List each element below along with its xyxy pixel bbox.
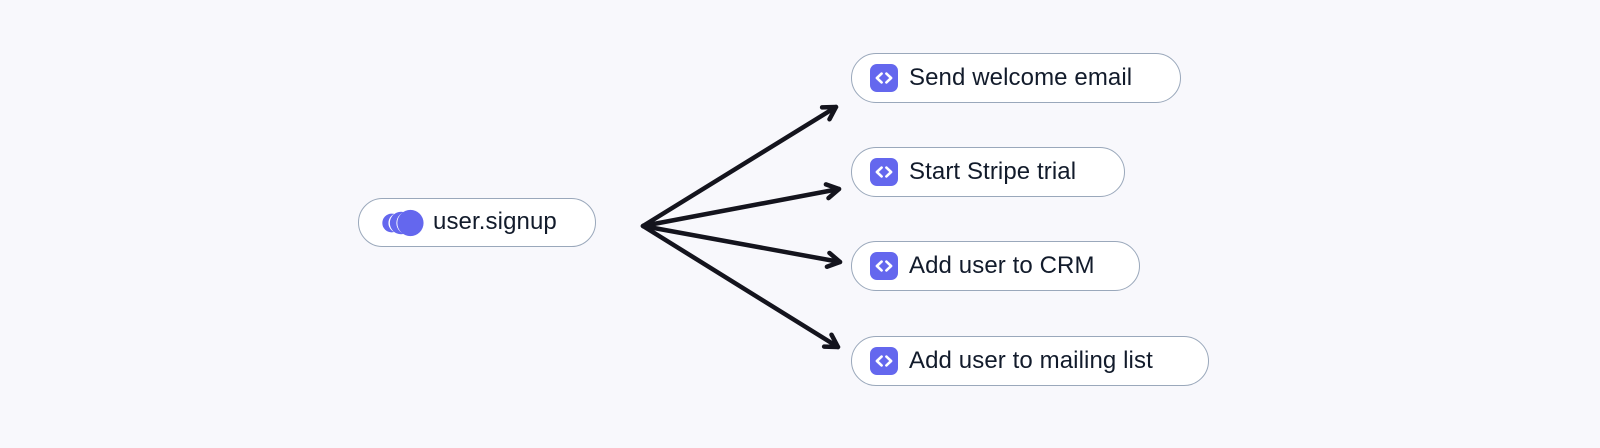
arrow-to-send-welcome-email	[640, 104, 839, 229]
event-ripple-icon	[382, 209, 424, 236]
action-node-label: Add user to mailing list	[909, 346, 1153, 374]
code-icon	[870, 347, 898, 375]
arrow-to-start-stripe-trial	[640, 182, 842, 229]
action-node-add-user-to-crm[interactable]: Add user to CRM	[851, 241, 1140, 291]
arrow-to-add-user-to-mailing-list	[640, 223, 841, 350]
action-node-label: Start Stripe trial	[909, 157, 1077, 185]
action-node-add-user-to-mailing-list[interactable]: Add user to mailing list	[851, 336, 1209, 386]
code-icon	[870, 252, 898, 280]
arrow-to-add-user-to-crm	[640, 223, 843, 269]
code-icon	[870, 158, 898, 186]
event-node-label: user.signup	[433, 208, 557, 235]
action-node-send-welcome-email[interactable]: Send welcome email	[851, 53, 1181, 103]
action-node-label: Add user to CRM	[909, 251, 1095, 279]
event-node-user-signup[interactable]: user.signup	[358, 198, 596, 247]
code-icon	[870, 64, 898, 92]
action-node-label: Send welcome email	[909, 63, 1133, 91]
action-node-start-stripe-trial[interactable]: Start Stripe trial	[851, 147, 1125, 197]
